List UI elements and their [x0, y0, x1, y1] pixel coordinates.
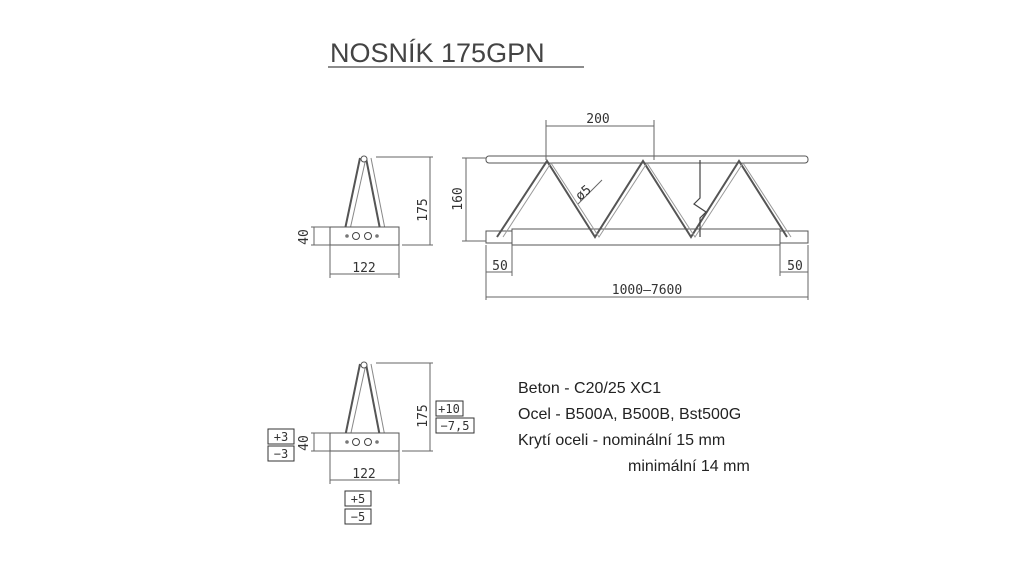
- length-label: 1000–7600: [612, 283, 682, 298]
- end-right-label: 50: [787, 259, 803, 274]
- tolerance-height-plus: +10: [438, 402, 460, 416]
- bottom-section-width-label: 122: [352, 467, 375, 482]
- cross-section-top: [311, 155, 433, 278]
- drawing-title: NOSNÍK 175GPN: [330, 38, 545, 68]
- tolerance-base-plus: +3: [274, 430, 288, 444]
- bottom-section-base-height-label: 40: [297, 435, 312, 451]
- tolerance-base-minus: −3: [274, 447, 288, 461]
- tolerance-width-minus: −5: [351, 510, 365, 524]
- inner-height-label: 160: [451, 187, 466, 210]
- spec-cover-minimal: minimální 14 mm: [628, 458, 750, 475]
- tolerance-width-plus: +5: [351, 492, 365, 506]
- tolerance-height-minus: −7,5: [441, 419, 470, 433]
- truss-elevation: [462, 120, 809, 300]
- top-section-height-label: 175: [416, 198, 431, 221]
- top-section-width-label: 122: [352, 261, 375, 276]
- wire-diameter-label: ø5: [573, 183, 595, 205]
- top-section-base-height-label: 40: [297, 229, 312, 245]
- bottom-section-height-label: 175: [416, 404, 431, 427]
- cross-section-bottom: [267, 361, 475, 525]
- spec-steel: Ocel - B500A, B500B, Bst500G: [518, 406, 741, 423]
- spec-cover-nominal: Krytí oceli - nominální 15 mm: [518, 432, 725, 449]
- end-left-label: 50: [492, 259, 508, 274]
- spec-concrete: Beton - C20/25 XC1: [518, 380, 661, 397]
- pitch-label: 200: [586, 112, 609, 127]
